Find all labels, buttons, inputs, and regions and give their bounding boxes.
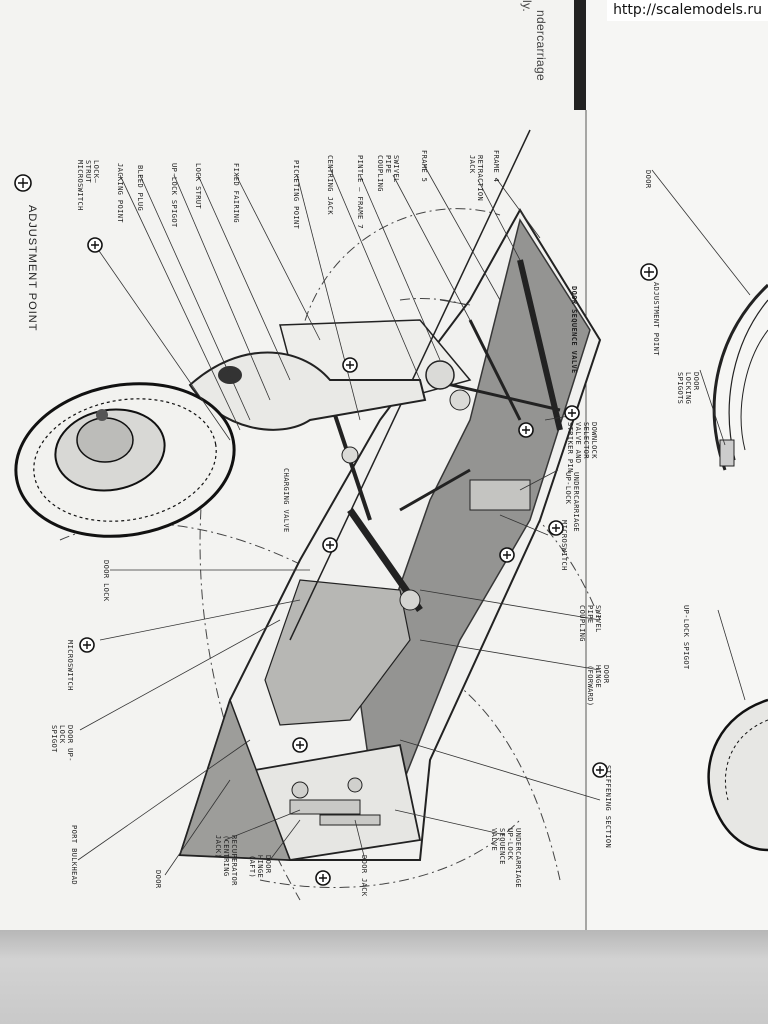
label-frame-5: FRAME 5 <box>420 150 428 183</box>
right-label-up-lock-spigot: UP-LOCK SPIGOT <box>682 605 690 670</box>
label-door: DOOR <box>154 870 162 889</box>
label-microswitch-lower: MICROSWITCH <box>66 640 74 691</box>
label-door-lock: DOOR LOCK <box>102 560 110 602</box>
label-frame-4: FRAME 4 <box>492 150 500 183</box>
label-up-lock-spigot: UP-LOCK SPIGOT <box>170 163 178 228</box>
label-bleed-plug: BLEED PLUG <box>136 165 144 212</box>
label-lock-strut: LOCK STRUT <box>194 163 202 210</box>
label-port-bulkhead: PORT BULKHEAD <box>70 825 78 885</box>
label-jacking-point: JACKING POINT <box>116 163 124 223</box>
label-lock-strut-microswitch: LOCK—STRUT MICROSWITCH <box>76 160 100 211</box>
label-door-hinge-forward: DOOR HINGE (FORWARD) <box>586 665 610 707</box>
label-door-sequence-valve: DOOR SEQUENCE VALVE <box>570 286 578 374</box>
label-stiffening-section: STIFFENING SECTION <box>604 765 612 849</box>
label-swivel-pipe-coupling: SWIVEL PIPE COUPLING <box>376 155 400 192</box>
facing-page-parts <box>707 283 768 852</box>
heading-fragment: ly. <box>520 0 534 13</box>
label-door-jack: DOOR JACK <box>360 855 368 897</box>
right-label-door: DOOR <box>644 170 652 189</box>
label-retraction-jack: RETRACTION JACK <box>468 155 484 202</box>
label-recuperator: RECUPERATOR (CENTRING JACK) <box>214 835 238 886</box>
label-swivel-pipe-coupling-2: SWIVEL PIPE COUPLING <box>578 605 602 642</box>
label-pintle-frame-7: PINTLE – FRAME 7 <box>356 155 364 229</box>
page-edge-bar <box>574 0 586 110</box>
label-fixed-fairing: FIXED FAIRING <box>232 163 240 223</box>
label-door-hinge-aft: DOOR HINGE (AFT) <box>248 855 272 879</box>
label-centring-jack: CENTRING JACK <box>326 155 334 215</box>
label-undercarriage-up-lock: UNDERCARRIAGE UP-LOCK <box>564 472 580 532</box>
label-charging-valve: CHARGING VALVE <box>282 468 290 533</box>
right-label-door-locking-spigots: DOOR LOCKING SPIGOTS <box>676 372 700 405</box>
page-shadow <box>0 930 768 960</box>
wheel-well <box>178 129 602 861</box>
label-picketing-point: PICKETING POINT <box>292 160 300 230</box>
site-watermark: http://scalemodels.ru <box>607 0 768 21</box>
section-heading: ndercarriage <box>534 10 548 81</box>
main-wheel <box>14 351 427 538</box>
right-label-adjustment-point: ADJUSTMENT POINT <box>652 282 660 356</box>
book-edge <box>0 930 768 1024</box>
label-undercarriage-up-lock-sequence-valve: UNDERCARRIAGE UP-LOCK SEQUENCE VALVE <box>490 828 522 888</box>
facing-page <box>585 0 768 1024</box>
label-door-up-lock-spigot: DOOR UP-LOCK SPIGOT <box>50 725 74 762</box>
legend-adjustment-point: ADJUSTMENT POINT <box>26 205 38 332</box>
label-microswitch-upper: MICROSWITCH <box>560 520 568 571</box>
